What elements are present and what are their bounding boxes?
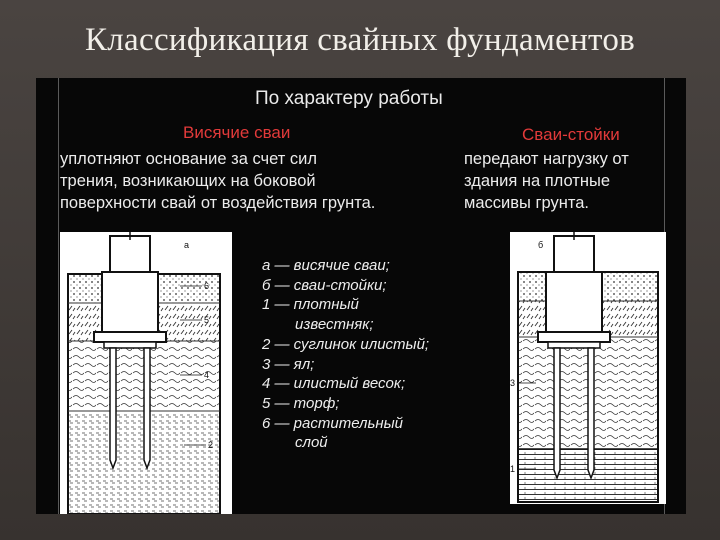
legend-item: 1 — плотный [262, 296, 359, 314]
legend-item: а — висячие сваи; [262, 257, 390, 274]
legend-item: слой [295, 434, 328, 452]
layer-label: 1 [510, 464, 515, 474]
figure-end-bearing-piles: б 3 1 [510, 232, 666, 504]
friction-piles-diagram: а 6 5 4 2 [67, 232, 221, 515]
panel-divider-line [58, 78, 59, 514]
legend-item: б — сваи-стойки; [262, 276, 387, 294]
layer-label: 4 [204, 370, 209, 380]
end-bearing-piles-diagram: б 3 1 [510, 232, 659, 503]
figure-friction-piles: а 6 5 4 2 [60, 232, 232, 515]
right-description: передают нагрузку от здания на плотные м… [464, 150, 629, 212]
figure-letter: б [538, 240, 543, 250]
left-heading: Висячие сваи [183, 123, 291, 142]
right-heading: Сваи-стойки [522, 125, 620, 144]
section-subtitle: По характеру работы [255, 88, 443, 109]
figure-letter: а [184, 240, 189, 250]
legend-item: 2 — суглинок илистый; [262, 335, 430, 353]
legend-item: 4 — илистый весок; [262, 375, 406, 393]
legend-item: 3 — ял; [262, 355, 315, 373]
slide-title: Классификация свайных фундаментов [84, 22, 636, 58]
legend-item: 5 — торф; [262, 394, 340, 412]
figure-legend: а — висячие сваи; б — сваи-стойки; 1 — п… [262, 256, 492, 453]
layer-label: 2 [208, 440, 213, 450]
layer-label: 3 [510, 378, 515, 388]
layer-label: 5 [204, 315, 209, 325]
legend-item: 6 — растительный [262, 414, 404, 432]
legend-item: известняк; [295, 316, 374, 334]
layer-label: 6 [204, 281, 209, 291]
left-description: уплотняют основание за счет сил трения, … [60, 150, 376, 212]
